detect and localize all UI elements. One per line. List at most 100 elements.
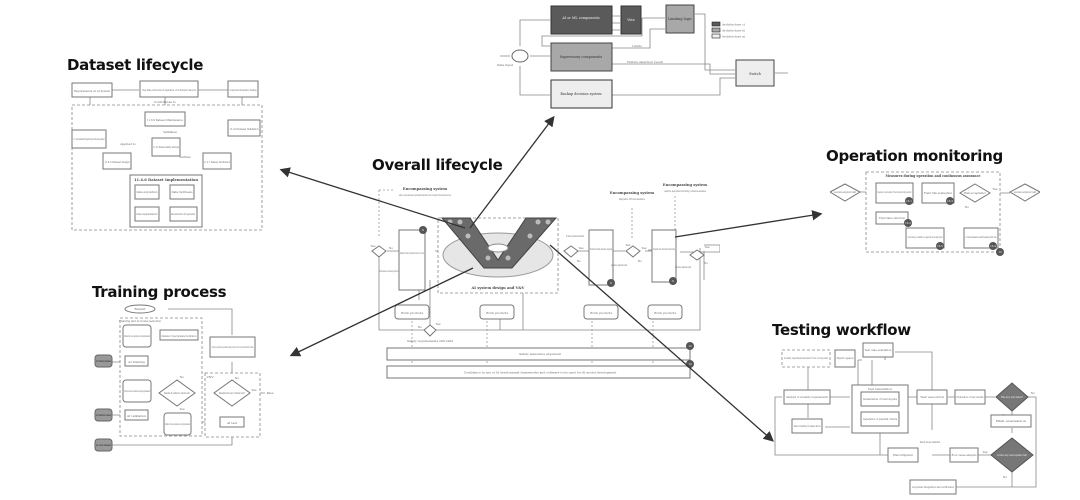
legend-label-a: Architecture a) (721, 35, 745, 39)
dataset-validates-label: Validates (162, 130, 177, 134)
backup-decision-label: Backup decision system (560, 92, 602, 96)
safety-still-valid-label: Safety requirements still valid (407, 339, 453, 343)
unacceptable-decision (990, 437, 1034, 473)
training-test-ds-label: AI test dataset (95, 443, 111, 447)
analysis-box (783, 389, 831, 405)
supervisory-components-box (550, 42, 613, 72)
legend-label-c: Architecture c) (721, 23, 745, 27)
dataset-aug-box (134, 206, 160, 222)
vote-label: Vote (626, 18, 635, 22)
refinement-badge-label: 9 (422, 228, 424, 232)
countermeasures-box (963, 227, 999, 249)
risk-eval-box (990, 414, 1032, 428)
training-yes-label-2: Yes (250, 388, 256, 392)
dataset-maintenance-box (144, 111, 186, 127)
evaluation-box (588, 229, 614, 286)
dataset-lifecycle-title: Dataset lifecycle (67, 56, 204, 74)
dataset-acq-box (134, 184, 160, 200)
any-failed-decision (995, 382, 1029, 412)
overall-yes-2: Yes (577, 246, 583, 250)
integration-label: AI system integration and verification (911, 485, 954, 489)
v-cycle-center (487, 243, 509, 253)
dataset-lifecycle-diagram: Requirements on AI System New Data Colle… (71, 80, 263, 231)
measures-badge-label: 13.1 (906, 199, 912, 203)
overall-decision-3 (625, 245, 641, 258)
operation-box (651, 229, 677, 283)
limiting-logic-label: Limiting logic (668, 17, 692, 21)
field-data-label: Field data collection (879, 216, 905, 220)
field-risk-label: Field risk evaluation (924, 191, 952, 195)
field-data-box (875, 211, 909, 225)
assurance-valid-label-2: Assurance argument valid (675, 265, 691, 269)
test-generation-label: Test Generation (868, 387, 892, 391)
training-restart-node (124, 304, 156, 314)
arch-lines (500, 13, 788, 96)
testing-workflow-diagram: AI safety requirements allocated to the … (774, 342, 1037, 495)
assurance-valid-label-1: Assurance argument valid (611, 263, 627, 267)
dataset-verification-label: 11.4.7 Dataset Verification (204, 160, 230, 164)
switch-box (735, 59, 775, 87)
root-cause-box (949, 447, 979, 463)
gen-inputs-label: Generation of test inputs (863, 397, 897, 401)
training-val-ds-label: AI validation dataset (96, 413, 112, 417)
supervisory-components-label: Supervisory components (560, 55, 603, 59)
work-products-2-label: Work products (486, 311, 509, 315)
retraining-label: AI re-training, re-validation, re-approv… (907, 235, 943, 239)
training-pass-label: Pass (267, 391, 274, 395)
safety-argument-badge-label: 12 (688, 344, 692, 348)
operation-badge-label: 11 (671, 279, 675, 283)
training-train-ds-label: AI training dataset (95, 359, 111, 363)
dataset-design-label: 11.4.5 Dataset Design (105, 160, 130, 164)
assurance-out-label: Assurance argument valid (1013, 190, 1036, 194)
operation-group-badge-label: 13 (998, 250, 1002, 254)
training-param-mod-box (159, 329, 199, 341)
encompassing-1-sub: safety concept and safety requirements a… (399, 193, 451, 197)
legend-swatch-c (711, 21, 721, 27)
training-passfail-val-decision (158, 379, 196, 407)
measures-box (875, 182, 914, 204)
method-label: Test method selection (794, 424, 821, 428)
dataset-maintenance-label: 11.6.9 Dataset Maintenance (147, 118, 183, 122)
dataset-synth-label: Data Synthesis (172, 190, 193, 194)
training-init-cylinder (122, 324, 152, 348)
overall-decision-2 (563, 245, 579, 258)
training-diagnosis-label: 1) Diagnosis of performance and generali… (212, 345, 254, 349)
dataset-req-ai-box (71, 82, 113, 98)
input-space-label: Input space (837, 356, 854, 360)
dataset-verifies-label: Verifies (178, 155, 191, 159)
retraining-badge (936, 242, 944, 250)
gen-criteria-label: Generation of pass/fail criteria (863, 417, 897, 421)
training-no-label-2: No (235, 376, 240, 380)
retraining-badge-label: 13.5 (937, 244, 943, 248)
analysis-label: Analysis of AI safety requirements (785, 395, 828, 399)
operation-label: Operation & discrete monitoring (653, 247, 675, 251)
architecture-diagram: Data input AI or ML components Vote Limi… (497, 4, 788, 109)
testing-workflow-title: Testing workflow (772, 321, 911, 339)
training-passfail-test-label: Pass/fail AI test criteria met? (219, 391, 245, 395)
confidence-label: Confidence in use of AI development fram… (464, 371, 617, 375)
training-restart-label: Restart (134, 307, 146, 311)
dataset-new-data-label: New Data Collection at Operation of AI S… (142, 88, 196, 92)
dataset-req-ai-label: Requirements on AI System (74, 89, 110, 93)
risk-eval-label: Risk evaluation (996, 419, 1026, 423)
work-products-row: Work products Work products Work product… (394, 304, 683, 320)
testing-requirements-label: AI safety requirements allocated to the … (783, 356, 828, 360)
overall-no-2: No (577, 259, 582, 263)
overall-decision-5 (423, 324, 437, 337)
overall-no-1: No (389, 246, 394, 250)
field-risk-box (921, 182, 955, 204)
dataset-impl-label: 11.4.6 Dataset Implementation (134, 178, 198, 182)
testing-requirements-box (781, 349, 831, 368)
training-validation-label: AI validation (126, 414, 146, 418)
work-products-3-label: Work products (590, 311, 613, 315)
legend-swatch-a (711, 33, 721, 39)
training-train-ds-cylinder (94, 354, 113, 368)
test-case-eval-box (862, 342, 894, 358)
execution-box (916, 389, 948, 405)
countermeasures-badge (989, 242, 997, 250)
training-yes-label-1: Yes (178, 407, 184, 411)
gen-criteria-box (860, 411, 900, 427)
testing-no-label-1: No (1031, 391, 1036, 395)
training-param-mod-label: Parameter or hyper-parameter modificatio… (162, 334, 197, 338)
operation-no-label: No (965, 205, 970, 209)
